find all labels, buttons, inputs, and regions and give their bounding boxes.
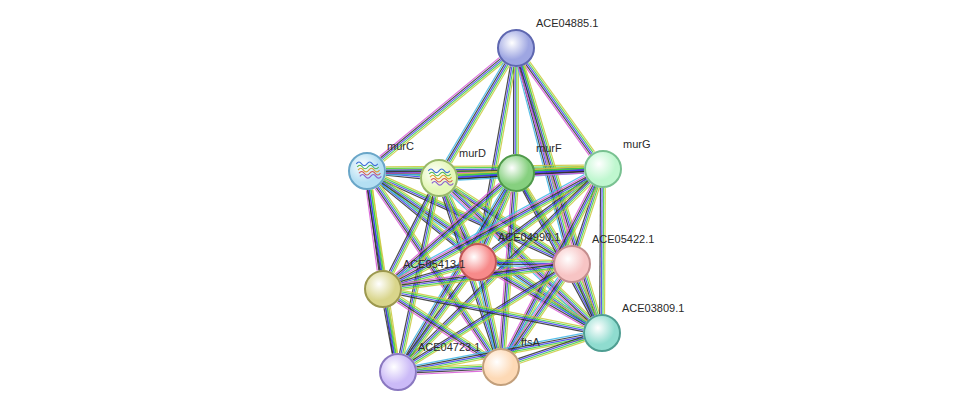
interaction-edge [397,297,487,359]
evidence-line [535,173,584,175]
evidence-line [401,297,487,354]
evidence-line [397,302,483,359]
protein-node: ACE03809.1 [583,314,621,352]
evidence-line [446,63,504,160]
structure-ribbon [432,182,453,186]
protein-node: ACE05413.1 [364,270,402,308]
protein-node: murC [348,152,386,190]
evidence-line [515,67,516,154]
evidence-line [580,281,595,315]
evidence-line [400,298,486,355]
node-label: ftsA [521,336,540,349]
evidence-line [601,188,603,314]
interaction-edge [600,188,606,314]
evidence-line [497,262,553,263]
evidence-line [401,295,583,332]
protein-node: murD [420,159,458,197]
interaction-edge [535,167,584,176]
node-label: ACE05422.1 [592,233,654,246]
protein-node: ACE05422.1 [553,245,591,283]
evidence-line [406,189,505,355]
evidence-line [516,67,517,154]
evidence-line [386,175,420,178]
protein-node: murG [584,150,622,188]
evidence-line [518,67,519,154]
interaction-edge [384,307,397,353]
evidence-line [417,371,482,374]
structure-thumbnail [422,161,456,195]
evidence-line [604,188,606,314]
protein-node: murF [497,154,535,192]
evidence-line [383,61,503,160]
node-label: murG [623,138,651,151]
protein-node: ACE04723.1 [379,353,417,391]
node-label: ACE04885.1 [536,17,598,30]
protein-node: ACE04885.1 [497,29,535,67]
evidence-line [398,301,484,358]
interaction-edge [380,58,504,162]
evidence-line [386,167,584,169]
interaction-edge [514,67,519,154]
interaction-edge [417,365,482,375]
node-label: murC [387,140,414,153]
interaction-edge [401,290,584,331]
evidence-line [579,282,594,316]
evidence-line [401,294,583,331]
evidence-line [497,261,553,262]
node-label: murD [459,147,486,160]
interaction-edge [386,165,584,175]
protein-node: ftsA [482,348,520,386]
evidence-line [518,337,583,359]
evidence-line [599,188,601,314]
structure-thumbnail [350,154,384,188]
evidence-line [384,308,392,354]
node-label: ACE03809.1 [622,302,684,315]
interaction-edge [577,280,596,316]
evidence-line [577,282,592,316]
structure-ribbon [360,175,381,179]
node-label: ACE04990.1 [498,231,560,244]
evidence-line [384,63,504,162]
evidence-line [399,299,485,356]
evidence-line [497,259,553,260]
interaction-edge [518,337,585,363]
node-label: murF [536,142,562,155]
node-label: ACE04723.1 [418,341,480,354]
evidence-line [602,188,604,314]
node-label: ACE05413.1 [403,258,465,271]
evidence-line [386,308,394,354]
